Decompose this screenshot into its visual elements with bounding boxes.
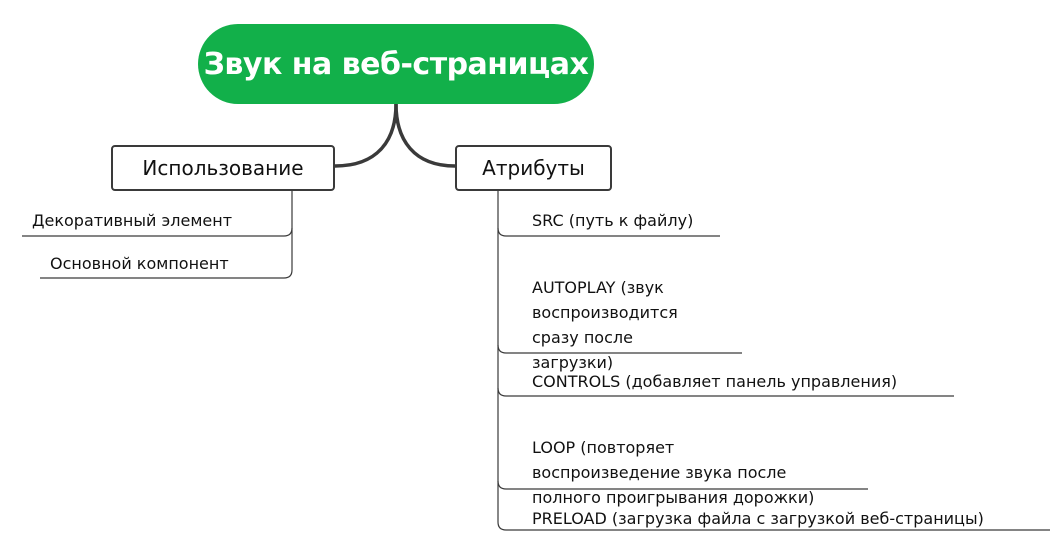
- leaf-label: PRELOAD (загрузка файла с загрузкой веб-…: [532, 509, 984, 528]
- root-topic-title: Звук на веб-страницах: [203, 46, 589, 82]
- root-to-usage-connector: [333, 102, 398, 168]
- branch-usage[interactable]: Использование: [111, 145, 335, 191]
- leaf-label: Декоративный элемент: [32, 211, 233, 230]
- root-to-attributes-connector: [394, 102, 457, 168]
- branch-attributes-label: Атрибуты: [482, 156, 585, 180]
- branch-attributes[interactable]: Атрибуты: [455, 145, 612, 191]
- attributes-leaf-loop[interactable]: LOOP (повторяет воспроизведение звука по…: [532, 410, 814, 510]
- leaf-label: Основной компонент: [50, 254, 229, 273]
- leaf-label: LOOP (повторяет воспроизведение звука по…: [532, 438, 815, 507]
- leaf-label: CONTROLS (добавляет панель управления): [532, 372, 898, 391]
- branch-usage-label: Использование: [142, 156, 304, 180]
- attributes-leaf-src[interactable]: SRC (путь к файлу): [532, 208, 693, 233]
- attributes-leaf-controls[interactable]: CONTROLS (добавляет панель управления): [532, 369, 897, 394]
- attributes-leaf-autoplay[interactable]: AUTOPLAY (звук воспроизводится сразу пос…: [532, 250, 678, 375]
- usage-leaf-decorative[interactable]: Декоративный элемент: [32, 208, 232, 233]
- leaf-label: SRC (путь к файлу): [532, 211, 694, 230]
- root-topic[interactable]: Звук на веб-страницах: [198, 24, 594, 104]
- leaf-label: AUTOPLAY (звук воспроизводится сразу пос…: [532, 278, 678, 372]
- attributes-leaf-preload[interactable]: PRELOAD (загрузка файла с загрузкой веб-…: [532, 506, 984, 531]
- usage-leaf-main-component[interactable]: Основной компонент: [50, 251, 229, 276]
